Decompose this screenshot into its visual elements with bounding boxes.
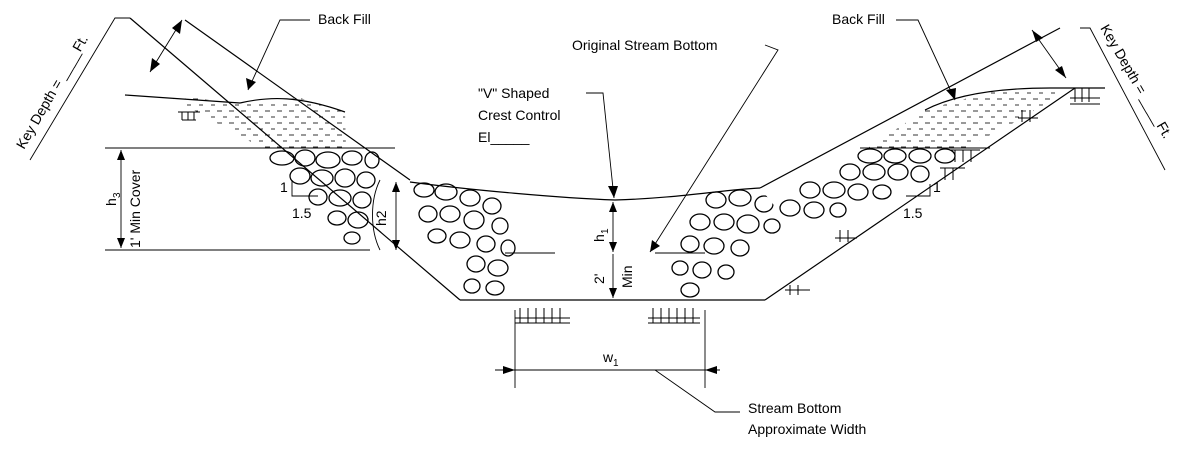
stream-bottom-label-line2: Approximate Width (748, 421, 866, 437)
v-shaped-label-line2: Crest Control (478, 107, 560, 123)
min-cover-label: 1' Min Cover (127, 170, 143, 248)
stream-bottom-label-line1: Stream Bottom (748, 400, 841, 416)
backfill-area-left (170, 95, 346, 148)
key-depth-label-left: Key Depth = ____Ft. (13, 32, 91, 152)
h3-label: h 3 (103, 192, 123, 206)
h2-label: h2 (373, 210, 389, 226)
riprap-rocks-right (760, 148, 968, 225)
riprap-rocks-center-right (662, 188, 790, 300)
v-shaped-label-line3: El_____ (478, 129, 530, 145)
slope-run-left: 1.5 (292, 205, 312, 221)
slope-rise-left: 1 (280, 179, 288, 195)
backfill-area-right (868, 88, 1060, 148)
h3-label-subscript: 3 (112, 192, 123, 198)
leader-lines (29, 17, 1166, 413)
slope-run-right: 1.5 (903, 205, 923, 221)
two-ft-label: 2' (591, 274, 607, 284)
h3-label-main: h (103, 198, 119, 206)
key-depth-label-right: Key Depth = ____Ft. (1097, 22, 1175, 142)
ground-hatch-symbols (178, 88, 1100, 324)
v-shaped-label-line1: "V" Shaped (478, 85, 549, 101)
channel-outline (105, 17, 1105, 301)
h1-label-subscript: 1 (600, 228, 611, 234)
min-label: Min (619, 265, 635, 288)
w1-label-main: w (602, 349, 614, 365)
h1-label-main: h (591, 234, 607, 242)
w1-label-subscript: 1 (613, 358, 619, 369)
original-stream-bottom-label: Original Stream Bottom (572, 37, 718, 53)
riprap-rocks-center-left (410, 182, 518, 300)
slope-rise-right: 1 (933, 179, 941, 195)
w1-label: w 1 (602, 349, 619, 369)
slope-indicators (291, 180, 931, 197)
h1-label: h 1 (591, 228, 611, 242)
back-fill-label-left: Back Fill (318, 11, 371, 27)
back-fill-label-right: Back Fill (832, 11, 885, 27)
riprap-rocks-left (262, 148, 392, 245)
